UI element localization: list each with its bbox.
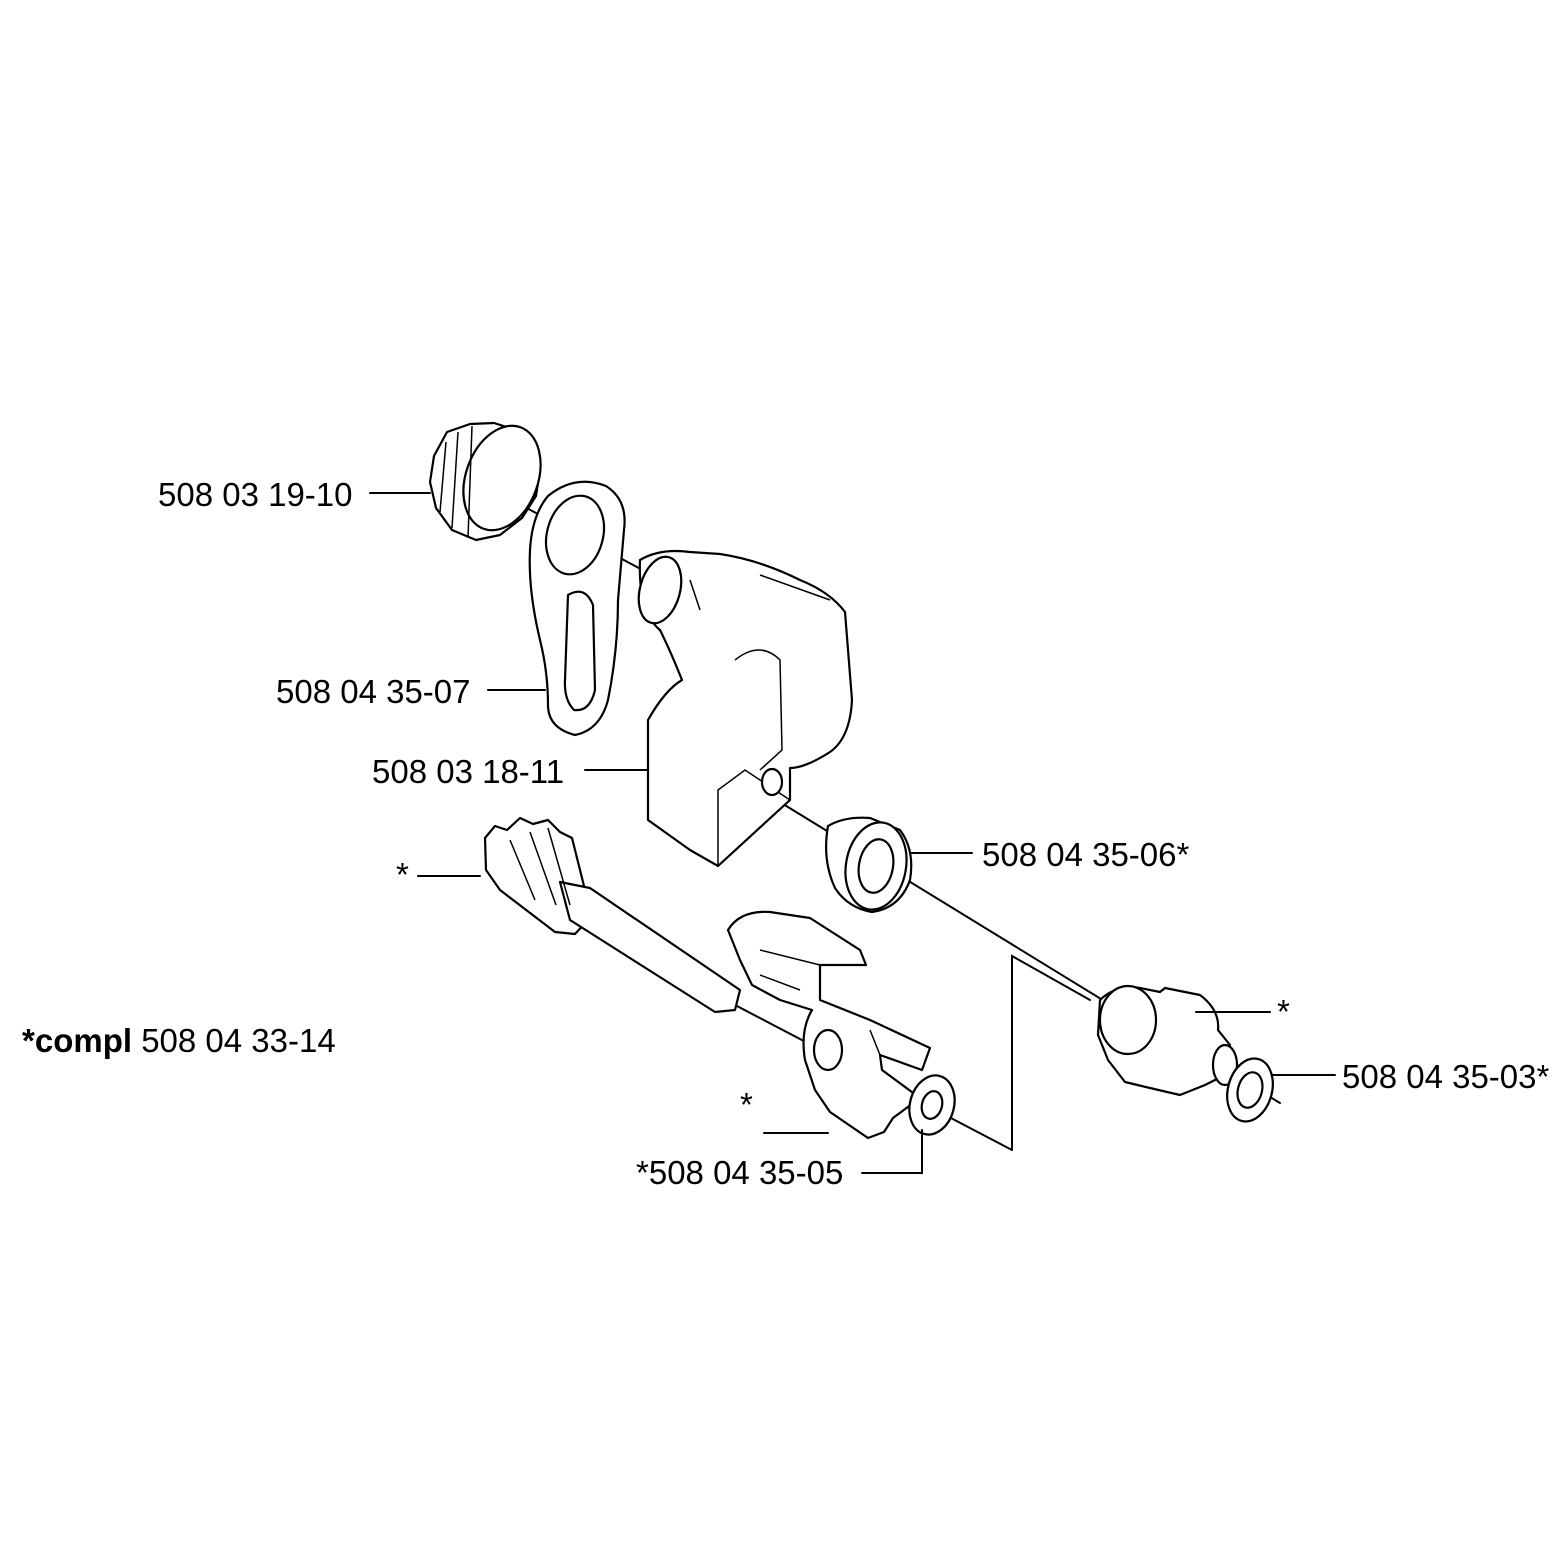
leader-lines [369,492,1336,1174]
label-gear-star: * [396,856,409,893]
label-washer-left: *508 04 35-05 [636,1154,844,1191]
label-housing: 508 03 18-11 [372,753,565,790]
label-washer-right: 508 04 35-03* [1342,1058,1550,1095]
splined-shaft-part [483,816,742,1014]
label-compl-number: 508 04 33-14 [141,1022,336,1059]
label-lever: 508 04 35-07 [276,673,471,710]
label-bushing: 508 04 35-06* [982,836,1190,873]
nut-part [1096,984,1239,1097]
label-cam-star: * [740,1086,753,1123]
knob-part [428,421,542,542]
label-knob: 508 03 19-10 [158,476,353,513]
lever-plate-part [528,480,626,737]
washer-left-part [908,1074,956,1136]
cam-block-part [726,910,932,1140]
label-nut-star: * [1277,993,1290,1030]
label-compl-prefix: *compl [22,1022,133,1059]
label-compl: *compl 508 04 33-14 [22,1024,336,1057]
bushing-part [825,816,913,914]
housing-part [637,549,854,868]
washer-right-part [1226,1057,1274,1123]
